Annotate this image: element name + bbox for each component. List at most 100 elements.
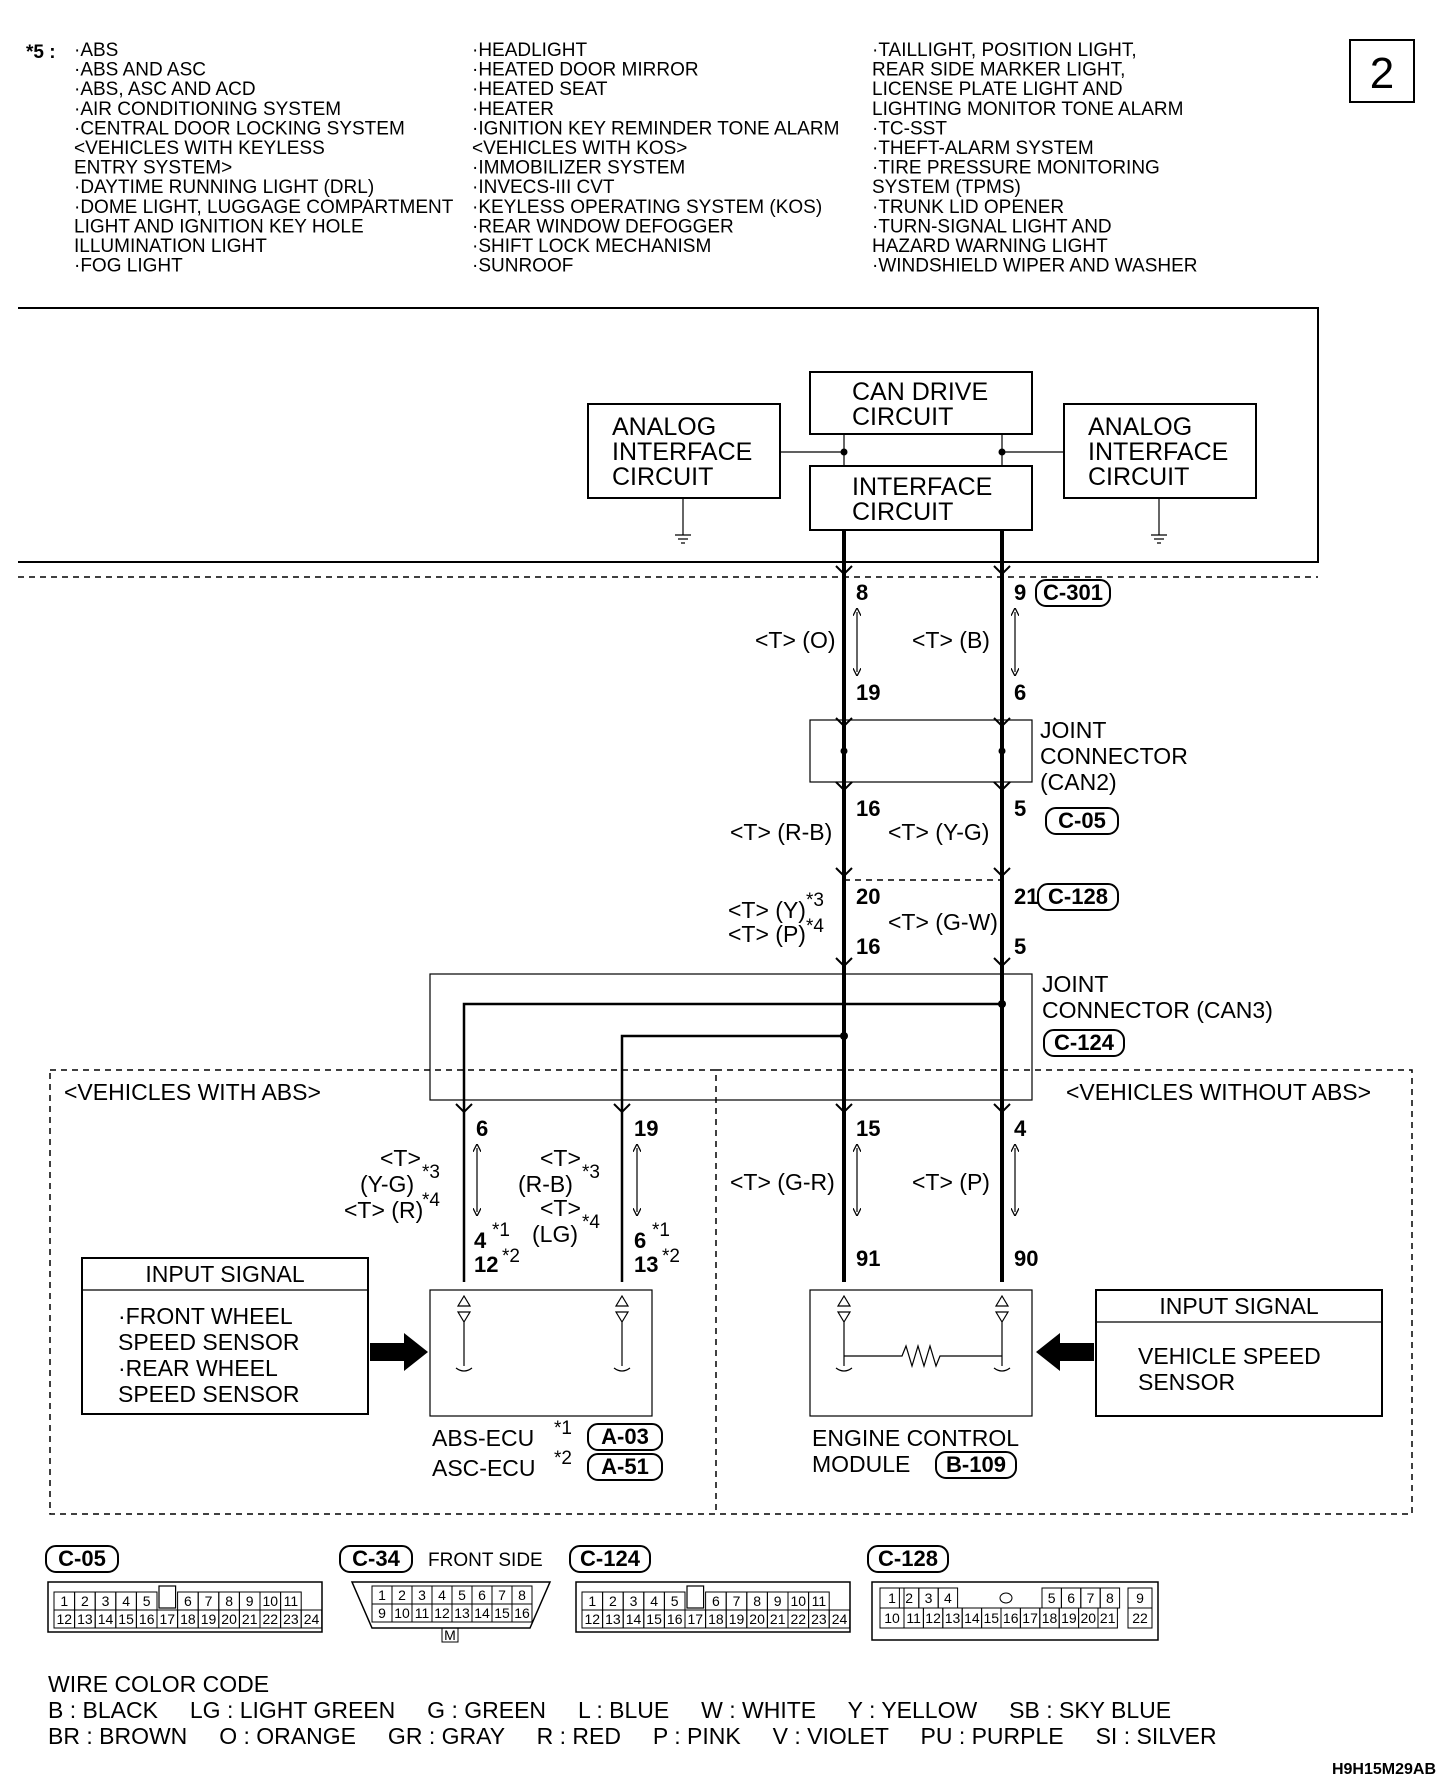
connector-pin-label: 24 <box>304 1611 320 1627</box>
connector-pin-label: 2 <box>81 1593 89 1609</box>
connector-pin-label: 24 <box>832 1611 848 1627</box>
pin-19b: 19 <box>634 1116 658 1141</box>
junction-dot <box>998 747 1006 755</box>
abs-ecu-label: ABS-ECU <box>432 1425 534 1451</box>
region-label-bg <box>1064 1078 1406 1106</box>
footnote-line: ·WINDSHIELD WIPER AND WASHER <box>872 256 1198 277</box>
interface-line1: INTERFACE <box>852 473 992 501</box>
connector-code-box <box>1037 883 1119 911</box>
pin-8: 8 <box>856 580 868 605</box>
connector-pin-label: 15 <box>984 1610 1000 1626</box>
input-right-title: INPUT SIGNAL <box>1159 1293 1319 1319</box>
wire-label-abs1-yg: (Y-G) <box>360 1171 414 1197</box>
connector-code-box <box>569 1545 651 1573</box>
signal-arrow-right-icon <box>1036 1333 1094 1371</box>
connector-b109: B-109 <box>946 1452 1006 1477</box>
termination-resistor-icon <box>844 1343 1002 1369</box>
connector-pin-label: 14 <box>964 1610 980 1626</box>
footnote-col3: ·TAILLIGHT, POSITION LIGHT, REAR SIDE MA… <box>872 40 1198 277</box>
connector-pin-label: 3 <box>630 1593 638 1609</box>
wire-label-abs1-star3: *3 <box>422 1162 440 1183</box>
wire-label-t-y: <T> (Y) <box>728 897 806 923</box>
connector-pin-label: 22 <box>263 1611 279 1627</box>
interface-circuit-box <box>809 465 1033 531</box>
pin-6-abs: 6 <box>634 1228 646 1253</box>
connector-pin-label: 14 <box>474 1605 490 1621</box>
connector-pin-label: 4 <box>122 1593 130 1609</box>
wire-label-star4: *4 <box>806 916 824 937</box>
region-no-abs-label: <VEHICLES WITHOUT ABS> <box>1066 1079 1371 1105</box>
connector-pin-label: 12 <box>925 1610 941 1626</box>
connector-pin-label: 10 <box>394 1605 410 1621</box>
footnote-line: ·IGNITION KEY REMINDER TONE ALARM <box>472 118 839 139</box>
wire-label-t-p2: <T> (P) <box>912 1169 990 1195</box>
pin-21: 21 <box>1014 884 1038 909</box>
footnote-line: ·THEFT-ALARM SYSTEM <box>872 138 1094 159</box>
connector-code-box <box>867 1545 949 1573</box>
pin-4: 4 <box>1014 1116 1027 1141</box>
connector-c05: C-05 <box>1058 808 1106 833</box>
connector-pin-label: 5 <box>458 1587 466 1603</box>
connector-chevron <box>993 565 1011 576</box>
analog-right-line2: INTERFACE <box>1088 438 1228 466</box>
region-abs-label: <VEHICLES WITH ABS> <box>64 1079 321 1105</box>
wire-label-abs1-star4: *4 <box>422 1190 440 1211</box>
wire-label-t-rb: <T> (R-B) <box>730 819 832 845</box>
pin-20: 20 <box>856 884 880 909</box>
connector-pin-label: 9 <box>774 1593 782 1609</box>
wire-label-abs2-star4: *4 <box>582 1212 600 1233</box>
connector-view-c34-label: FRONT SIDE <box>428 1550 543 1571</box>
ecm-terminal-right <box>993 1294 1011 1372</box>
connector-pin-label: 6 <box>712 1593 720 1609</box>
footnote-line: ·IMMOBILIZER SYSTEM <box>472 158 685 179</box>
can-drive-circuit-box <box>809 371 1033 435</box>
engine-control-module-box <box>809 1289 1033 1417</box>
connector-pin-label: 16 <box>1003 1610 1019 1626</box>
footnote-line: LIGHTING MONITOR TONE ALARM <box>872 99 1183 120</box>
joint-connector-can3-box <box>429 973 1033 1101</box>
pin-5: 5 <box>1014 796 1026 821</box>
connector-pin-label: 16 <box>667 1611 683 1627</box>
connector-pin-label: 15 <box>118 1611 134 1627</box>
connector-view-c128-code: C-128 <box>878 1546 938 1571</box>
connector-code-box <box>45 1545 119 1573</box>
connector-pin-label: 21 <box>242 1611 258 1627</box>
connector-pin-label: 20 <box>1081 1610 1097 1626</box>
wire-label-abs2-t2: <T> <box>540 1195 581 1221</box>
analog-left-link <box>780 434 845 466</box>
connector-c301: C-301 <box>1043 580 1103 605</box>
connector-pin-label: 10 <box>791 1593 807 1609</box>
can-drive-line2: CIRCUIT <box>852 403 953 431</box>
star1-a: *1 <box>492 1220 510 1241</box>
footnote-block: *5 : ·ABS·ABS AND ASC·ABS, ASC AND ACD·A… <box>26 40 1198 277</box>
connector-chevron <box>835 781 853 792</box>
connector-pin-label: 13 <box>945 1610 961 1626</box>
connector-chevron <box>993 781 1011 792</box>
wire-label-star3: *3 <box>806 890 824 911</box>
connector-pin-label: 5 <box>1048 1590 1056 1606</box>
pin-4-abs: 4 <box>474 1228 487 1253</box>
connector-pin-label: 15 <box>494 1605 510 1621</box>
footnote-line: ·TIRE PRESSURE MONITORING <box>872 158 1160 179</box>
connector-pin-label: 14 <box>98 1611 114 1627</box>
pin-91: 91 <box>856 1246 880 1271</box>
figure-code: H9H15M29AB <box>1332 1761 1436 1778</box>
footnote-line: ·HEATED SEAT <box>472 79 608 100</box>
wire-label-abs2-rb: (R-B) <box>518 1171 573 1197</box>
wire-color-line1: B : BLACK LG : LIGHT GREEN G : GREEN L :… <box>48 1697 1171 1723</box>
connector-pin-label: 20 <box>749 1611 765 1627</box>
pin-6b: 6 <box>476 1116 488 1141</box>
footnote-marker: *5 : <box>26 42 56 63</box>
pin-12-asc: 12 <box>474 1252 498 1277</box>
abs-ecu-box <box>429 1289 653 1417</box>
connector-key <box>441 1627 459 1643</box>
connector-cell <box>1097 1607 1118 1629</box>
connector-view-c34-frame <box>350 1581 552 1629</box>
footnote-line: ·HEATER <box>472 99 554 120</box>
wire-label-t-yg: <T> (Y-G) <box>888 819 989 845</box>
wire-label-abs2-t: <T> <box>540 1145 581 1171</box>
connector-cell <box>511 1603 533 1623</box>
